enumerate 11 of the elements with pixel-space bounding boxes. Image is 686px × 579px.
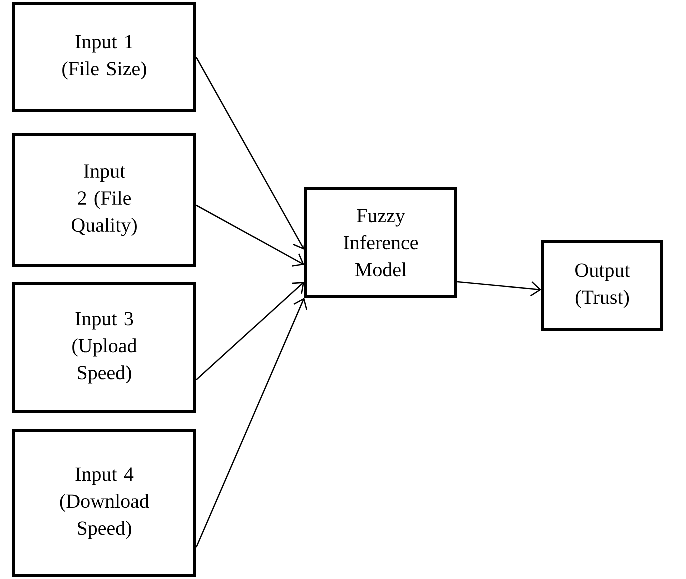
arrow [457,281,542,297]
process-box: Input 1 (File Size) [12,2,196,112]
process-box: Input 4 (Download Speed) [12,430,196,578]
process-box: Input 2 (File Quality) [12,134,196,268]
arrow [196,57,306,250]
process-box: Input 3 (Upload Speed) [12,282,196,414]
arrow [196,282,304,380]
process-box: Output (Trust) [542,240,664,332]
process-box: Fuzzy Inference Model [304,188,458,298]
arrow [196,298,308,548]
arrow [196,204,304,267]
